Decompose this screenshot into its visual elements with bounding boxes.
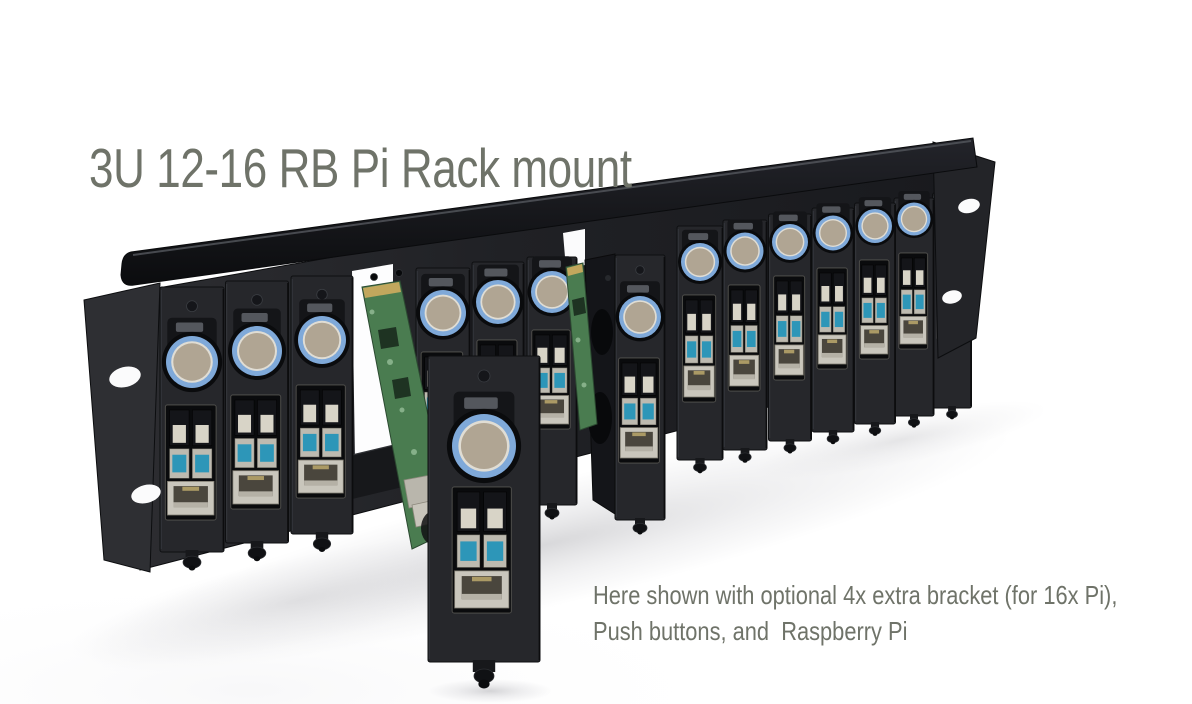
pi-tray-bracket (722, 219, 768, 463)
pi-tray-bracket (290, 275, 354, 552)
pi-tray-bracket (893, 190, 935, 428)
pi-tray-bracket (159, 286, 225, 571)
caption-line-1: Here shown with optional 4x extra bracke… (593, 580, 1118, 610)
bracket-screw (251, 294, 263, 306)
left-shadow (69, 534, 531, 666)
bracket-screw (635, 265, 645, 275)
caption-line-2: Push buttons, and Raspberry Pi (593, 616, 908, 646)
pi-tray-bracket (427, 355, 541, 689)
vent-cutout (591, 309, 613, 355)
pi-tray-bracket (614, 254, 666, 535)
page-title: 3U 12-16 RB Pi Rack mount (30, 72, 767, 264)
bracket-screw (477, 369, 491, 383)
mounting-hole (942, 290, 962, 304)
rail-screw (395, 269, 403, 277)
mounting-hole (109, 366, 141, 388)
rail-highlight (132, 140, 972, 256)
pi-tray-bracket (811, 203, 855, 445)
rack-top-rail (120, 137, 978, 286)
rail-screw (370, 273, 378, 281)
floor-shadow (0, 400, 1047, 704)
pi-tray-bracket (854, 197, 896, 436)
pi-tray-bracket (768, 211, 812, 454)
raspberry-pi-board (565, 262, 598, 431)
bracket-screw (316, 288, 328, 301)
right-shadow (753, 400, 1047, 480)
mounting-hole (958, 198, 980, 214)
bracket-row-front (159, 275, 541, 689)
bracket-row-rear (415, 184, 972, 536)
pi-tray-bracket (225, 280, 289, 562)
panel-screw (605, 275, 611, 281)
left-mounting-ear (83, 282, 161, 573)
caption: Here shown with optional 4x extra bracke… (593, 577, 1192, 649)
bracket-screw (186, 300, 198, 313)
mounting-hole (131, 484, 161, 504)
page-title-text: 3U 12-16 RB Pi Rack mount (89, 137, 632, 199)
bracket-contact-shadow (428, 679, 552, 703)
pi-tray-bracket (676, 225, 724, 474)
right-mounting-ear (932, 141, 996, 359)
